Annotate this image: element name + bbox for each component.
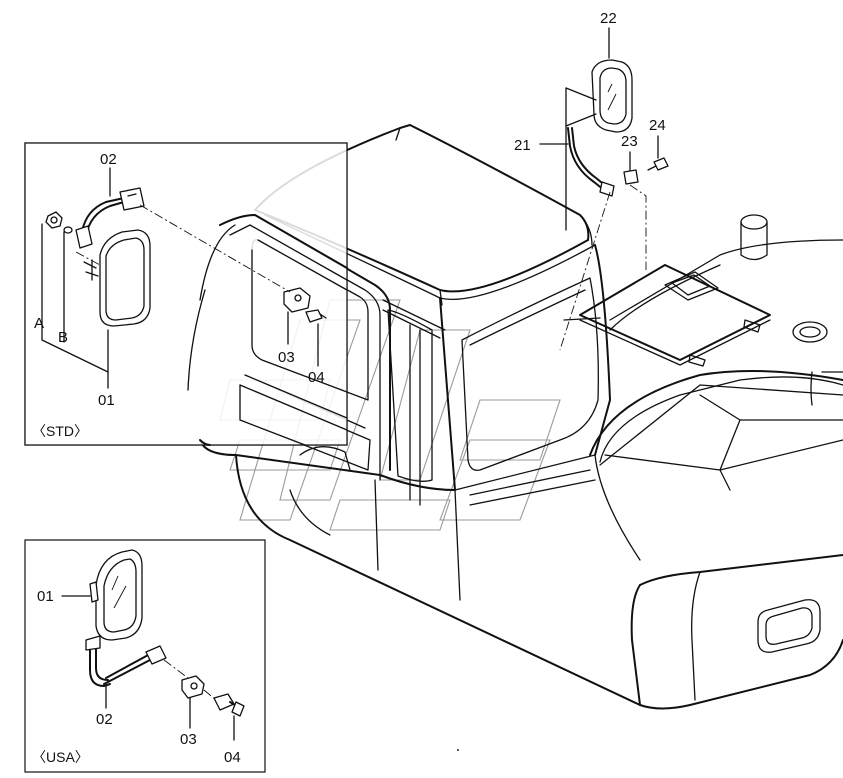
std-callout-a: A (34, 315, 44, 332)
usa-detail-box: 01 02 03 04 〈USA〉 (24, 539, 266, 773)
bolt-24 (653, 157, 669, 171)
usa-bracket-03 (181, 675, 205, 699)
usa-callout-03: 03 (180, 731, 197, 748)
std-nut (45, 211, 63, 229)
usa-mirror-01 (95, 549, 143, 641)
std-detail-box: 02 A B 01 03 04 〈STD〉 (24, 142, 348, 446)
stray-mark (457, 749, 459, 751)
std-callout-01: 01 (98, 392, 115, 409)
std-bracket-03 (283, 287, 311, 313)
usa-callout-02: 02 (96, 711, 113, 728)
std-mirror-01 (99, 229, 151, 327)
usa-box-label: 〈USA〉 (32, 749, 89, 765)
std-box-label: 〈STD〉 (32, 423, 88, 439)
std-callout-02: 02 (100, 151, 117, 168)
callout-23: 23 (621, 133, 638, 150)
std-callout-04: 04 (308, 369, 325, 386)
usa-callout-01: 01 (37, 588, 54, 605)
clip-23 (623, 169, 639, 185)
machine-body (187, 124, 843, 710)
mirror-22 (591, 59, 633, 133)
callout-22: 22 (600, 10, 617, 27)
std-bolt-04 (305, 309, 323, 323)
callout-24: 24 (649, 117, 666, 134)
usa-callout-04: 04 (224, 749, 241, 766)
std-callout-b: B (58, 329, 68, 346)
rear-mirror-assembly (559, 59, 669, 351)
std-callout-03: 03 (278, 349, 295, 366)
callout-21: 21 (514, 137, 531, 154)
